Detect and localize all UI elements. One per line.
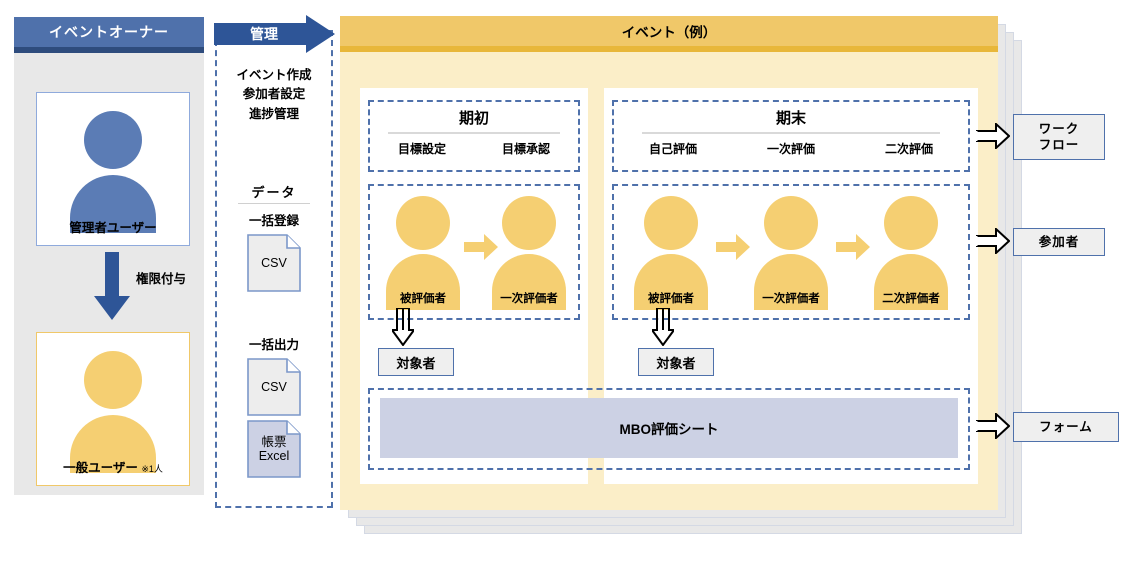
phase-box-early: 期初 目標設定 目標承認: [368, 100, 580, 172]
phase-step: 二次評価: [884, 142, 933, 156]
phase-step: 目標設定: [397, 142, 446, 156]
person-head-icon: [764, 196, 818, 250]
event-owner-header: イベントオーナー: [14, 17, 204, 47]
evaluation-sheet-box: [368, 388, 970, 470]
doc-line: 帳票: [261, 434, 287, 449]
person-head-icon: [644, 196, 698, 250]
general-user-avatar: 一般ユーザー ※1人: [37, 333, 189, 485]
event-owner-header-strip: [14, 47, 204, 53]
admin-user-card: 管理者ユーザー: [36, 92, 190, 246]
actor-figure: 一次評価者: [752, 196, 830, 312]
csv-export-document-text: CSV: [247, 358, 301, 416]
mbo-evaluation-sheet-bar: MBO評価シート: [380, 398, 958, 458]
person-body-icon: [386, 254, 460, 310]
permission-arrow-label: 権限付与: [136, 272, 187, 286]
bulk-export-label: 一括出力: [248, 338, 299, 352]
management-block-arrow-icon: [214, 15, 335, 53]
target-box-late: 対象者: [638, 348, 714, 376]
person-head-icon: [884, 196, 938, 250]
person-body-icon: [492, 254, 566, 310]
phase-step: 目標承認: [501, 142, 550, 156]
output-box-workflow[interactable]: ワーク フロー: [1013, 114, 1105, 160]
management-arrow-label: 管理: [250, 26, 278, 42]
flow-arrow-icon: [464, 234, 498, 260]
phase-title-late: 期末: [775, 110, 806, 127]
phase-divider: [388, 132, 560, 134]
csv-export-document-icon: CSV: [247, 358, 301, 416]
management-operations-list: イベント作成 参加者設定 進捗管理: [216, 66, 332, 124]
phase-steps-late: 自己評価 一次評価 二次評価: [614, 140, 968, 157]
target-box-early: 対象者: [378, 348, 454, 376]
flow-arrow-icon: [836, 234, 870, 260]
person-head-icon: [84, 111, 142, 169]
event-panel-header: イベント（例）: [340, 16, 998, 46]
person-body-icon: [754, 254, 828, 310]
event-panel-header-strip: [340, 46, 998, 52]
general-user-note: ※1人: [141, 464, 163, 474]
output-arrow-icon: [974, 226, 1011, 256]
actors-box-early: 被評価者 一次評価者: [368, 184, 580, 320]
general-user-card: 一般ユーザー ※1人: [36, 332, 190, 486]
phase-divider: [642, 132, 940, 134]
person-head-icon: [396, 196, 450, 250]
csv-import-document-icon: CSV: [247, 234, 301, 292]
csv-import-document-text: CSV: [247, 234, 301, 292]
person-body-icon: [634, 254, 708, 310]
actor-label: 一次評価者: [762, 293, 820, 305]
admin-user-label: 管理者ユーザー: [69, 221, 157, 235]
output-arrow-icon: [974, 121, 1011, 151]
actor-label: 被評価者: [400, 293, 446, 305]
management-operation-item: 進捗管理: [248, 106, 299, 121]
output-arrow-icon: [974, 411, 1011, 441]
person-head-icon: [84, 351, 142, 409]
target-down-arrow-icon: [390, 307, 416, 347]
excel-report-document-text: 帳票 Excel: [247, 420, 301, 478]
general-user-label: 一般ユーザー ※1人: [37, 457, 189, 476]
actors-box-late: 被評価者 一次評価者 二次評価者: [612, 184, 970, 320]
bulk-import-label: 一括登録: [248, 214, 299, 228]
management-operation-item: イベント作成: [236, 68, 312, 82]
doc-line: Excel: [258, 449, 290, 463]
actor-label: 一次評価者: [500, 293, 558, 305]
output-label-line1: ワーク: [1038, 121, 1080, 136]
phase-box-late: 期末 自己評価 一次評価 二次評価: [612, 100, 970, 172]
phase-steps-early: 目標設定 目標承認: [370, 140, 578, 157]
management-operation-item: 参加者設定: [242, 87, 306, 102]
actor-figure: 被評価者: [384, 196, 462, 312]
doc-line: CSV: [261, 379, 287, 394]
doc-line: CSV: [261, 255, 287, 270]
output-box-form[interactable]: フォーム: [1013, 412, 1119, 442]
actor-label: 被評価者: [648, 293, 694, 305]
actor-figure: 二次評価者: [872, 196, 950, 312]
admin-user-avatar: 管理者ユーザー: [37, 93, 189, 245]
actor-figure: 一次評価者: [490, 196, 568, 312]
person-head-icon: [502, 196, 556, 250]
data-section-divider: [238, 203, 310, 204]
permission-arrow-icon: [92, 252, 132, 322]
person-body-icon: [874, 254, 948, 310]
actor-figure: 被評価者: [632, 196, 710, 312]
output-box-member[interactable]: 参加者: [1013, 228, 1105, 256]
output-label-line2: フロー: [1038, 138, 1080, 152]
actor-label: 二次評価者: [882, 293, 940, 305]
flow-arrow-icon: [716, 234, 750, 260]
phase-step: 自己評価: [648, 142, 697, 156]
phase-title-early: 期初: [458, 110, 489, 127]
phase-step: 一次評価: [766, 142, 815, 156]
data-section-title: データ: [251, 185, 297, 200]
target-down-arrow-icon: [650, 307, 676, 347]
excel-report-document-icon: 帳票 Excel: [247, 420, 301, 478]
general-user-name: 一般ユーザー: [63, 461, 138, 475]
